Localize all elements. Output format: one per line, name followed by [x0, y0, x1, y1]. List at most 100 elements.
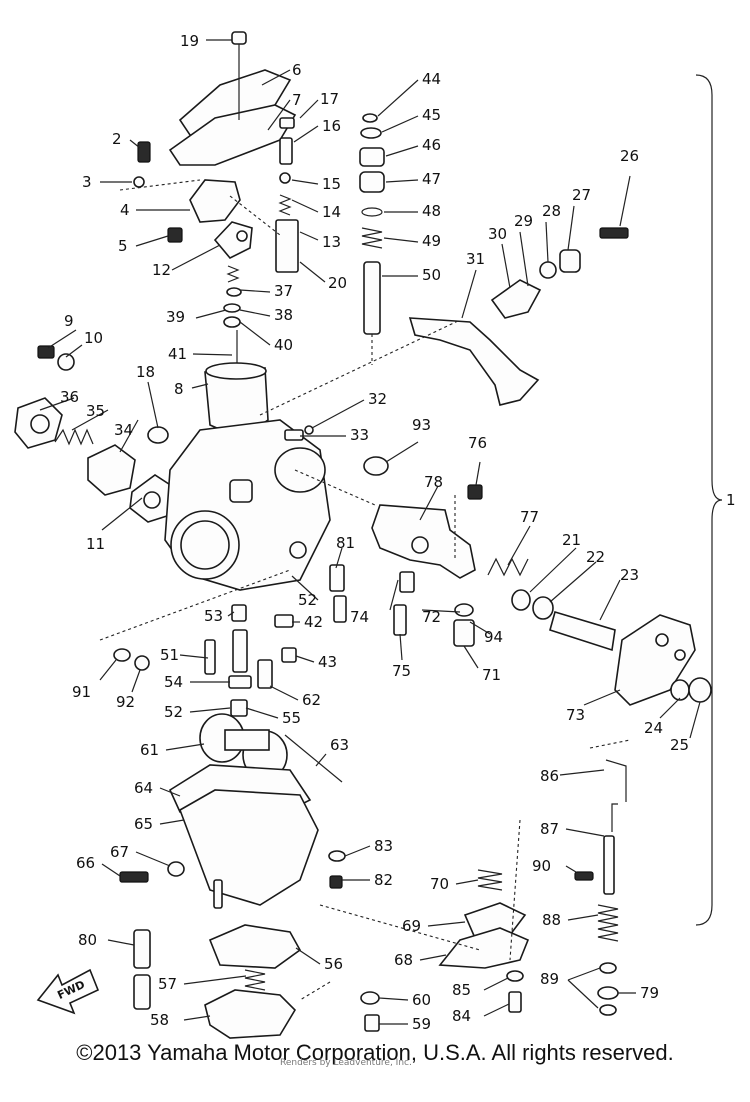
- callout-90: 90: [532, 857, 551, 875]
- callout-4: 4: [120, 201, 130, 219]
- callout-80: 80: [78, 931, 97, 949]
- callout-31: 31: [466, 250, 485, 268]
- throttle-slide: [204, 362, 269, 433]
- callout-86: 86: [540, 767, 559, 785]
- callout-64: 64: [134, 779, 153, 797]
- side-cover-group: [614, 614, 712, 706]
- callout-39: 39: [166, 308, 185, 326]
- callout-16: 16: [322, 117, 341, 135]
- callout-36: 36: [60, 388, 79, 406]
- jets-group: [113, 564, 475, 717]
- callout-92: 92: [116, 693, 135, 711]
- callout-94: 94: [484, 628, 503, 646]
- callout-28: 28: [542, 202, 561, 220]
- callout-54: 54: [164, 673, 183, 691]
- callout-59: 59: [412, 1015, 431, 1033]
- callout-68: 68: [394, 951, 413, 969]
- callout-2: 2: [112, 130, 122, 148]
- callout-91: 91: [72, 683, 91, 701]
- callout-8: 8: [174, 380, 184, 398]
- callout-5: 5: [118, 237, 128, 255]
- cable-bracket-group: [133, 141, 253, 259]
- callout-40: 40: [274, 336, 293, 354]
- pilot-screw-stack: [359, 113, 385, 365]
- assembly-bracket: [695, 74, 723, 926]
- callout-57: 57: [158, 975, 177, 993]
- callout-77: 77: [520, 508, 539, 526]
- callout-42: 42: [304, 613, 323, 631]
- callout-32: 32: [368, 390, 387, 408]
- callout-44: 44: [422, 70, 441, 88]
- callout-34: 34: [114, 421, 133, 439]
- callout-62: 62: [302, 691, 321, 709]
- callout-51: 51: [160, 646, 179, 664]
- callout-76: 76: [468, 434, 487, 452]
- callout-47: 47: [422, 170, 441, 188]
- callout-9: 9: [64, 312, 74, 330]
- callout-37: 37: [274, 282, 293, 300]
- callout-17: 17: [320, 90, 339, 108]
- callout-labels: 1 2 3 4 5 6 7 8 9 10 11 12 13 14 15 16 1…: [60, 32, 736, 1033]
- callout-81: 81: [336, 534, 355, 552]
- callout-38: 38: [274, 306, 293, 324]
- callout-71: 71: [482, 666, 501, 684]
- callout-18: 18: [136, 363, 155, 381]
- callout-46: 46: [422, 136, 441, 154]
- float-bowl-group: [119, 713, 346, 909]
- hoses-group: [133, 929, 151, 1010]
- callout-29: 29: [514, 212, 533, 230]
- connection-lines: [99, 179, 631, 1001]
- callout-72: 72: [422, 608, 441, 626]
- choke-lever-group: [363, 456, 483, 579]
- callout-58: 58: [150, 1011, 169, 1029]
- callout-87: 87: [540, 820, 559, 838]
- callout-45: 45: [422, 106, 441, 124]
- callout-10: 10: [84, 329, 103, 347]
- callout-73: 73: [566, 706, 585, 724]
- cover-screw-part: [231, 31, 247, 45]
- callout-50: 50: [422, 266, 441, 284]
- callout-23: 23: [620, 566, 639, 584]
- callout-84: 84: [452, 1007, 471, 1025]
- callout-26: 26: [620, 147, 639, 165]
- callout-82: 82: [374, 871, 393, 889]
- callout-21: 21: [562, 531, 581, 549]
- callout-27: 27: [572, 186, 591, 204]
- callout-83: 83: [374, 837, 393, 855]
- callout-93: 93: [412, 416, 431, 434]
- callout-11: 11: [86, 535, 105, 553]
- callout-63: 63: [330, 736, 349, 754]
- callout-70: 70: [430, 875, 449, 893]
- callout-69: 69: [402, 917, 421, 935]
- callout-22: 22: [586, 548, 605, 566]
- callout-67: 67: [110, 843, 129, 861]
- pump-rod-group: [574, 759, 627, 1016]
- callout-13: 13: [322, 233, 341, 251]
- callout-20: 20: [328, 274, 347, 292]
- stop-screw-stack: [275, 117, 299, 273]
- callout-25: 25: [670, 736, 689, 754]
- callout-88: 88: [542, 911, 561, 929]
- callout-3: 3: [82, 173, 92, 191]
- callout-56: 56: [324, 955, 343, 973]
- callout-66: 66: [76, 854, 95, 872]
- copyright-notice: ©2013 Yamaha Motor Corporation, U.S.A. A…: [76, 1040, 674, 1065]
- callout-35: 35: [86, 402, 105, 420]
- callout-79: 79: [640, 984, 659, 1002]
- callout-85: 85: [452, 981, 471, 999]
- diaphragm-group: [204, 924, 380, 1039]
- callout-61: 61: [140, 741, 159, 759]
- needle-stack: [223, 265, 242, 372]
- callout-19: 19: [180, 32, 199, 50]
- callout-55: 55: [282, 709, 301, 727]
- callout-30: 30: [488, 225, 507, 243]
- callout-12: 12: [152, 261, 171, 279]
- callout-41: 41: [168, 345, 187, 363]
- callout-49: 49: [422, 232, 441, 250]
- throttle-lever-group: [408, 227, 629, 406]
- leader-lines: [39, 39, 701, 1025]
- choke-shaft-group: [487, 557, 616, 652]
- fwd-arrow: FWD: [36, 968, 100, 1015]
- callout-1: 1: [726, 491, 736, 509]
- callout-14: 14: [322, 203, 341, 221]
